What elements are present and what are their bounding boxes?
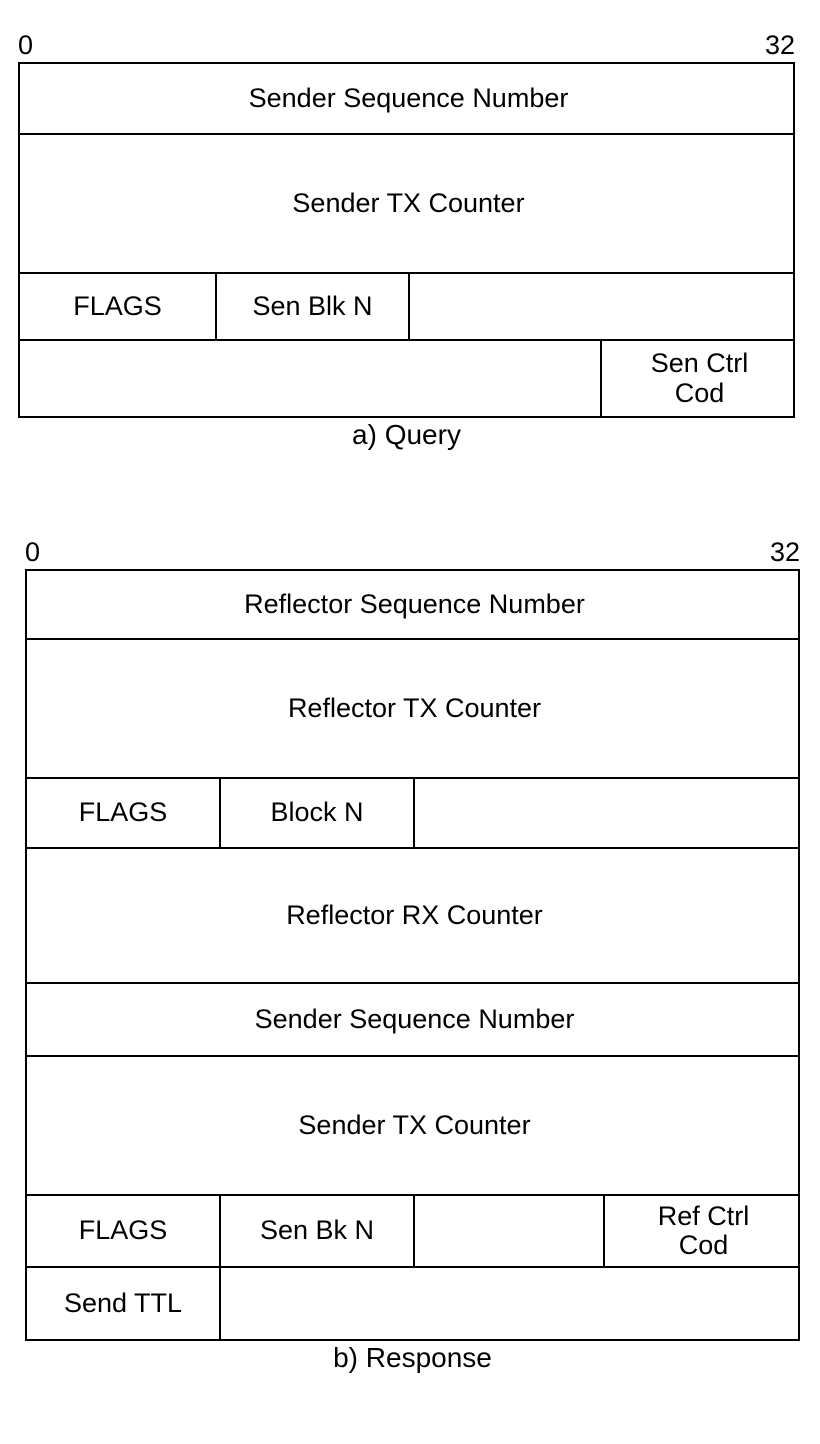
- bit-ruler-query: 0 32: [18, 28, 795, 62]
- packet-field-flags: FLAGS: [27, 779, 221, 847]
- packet-field-reserved: [415, 779, 802, 847]
- packet-row: Reflector Sequence Number: [27, 571, 798, 640]
- packet-field-sen-bk-n: Sen Bk N: [221, 1196, 415, 1266]
- packet-field-reserved: [415, 1196, 605, 1266]
- bit-index-end: 32: [764, 30, 795, 60]
- bit-index-end: 32: [769, 537, 800, 567]
- packet-row: Sender TX Counter: [27, 1057, 798, 1196]
- packet-row: Sender Sequence Number: [20, 64, 793, 135]
- packet-field-reserved: [410, 274, 797, 339]
- packet-row: Send TTL: [27, 1268, 798, 1339]
- packet-row: Reflector TX Counter: [27, 640, 798, 779]
- bit-ruler-response: 0 32: [25, 535, 800, 569]
- bit-index-start: 0: [25, 537, 41, 567]
- packet-field-flags: FLAGS: [27, 1196, 221, 1266]
- packet-field-sen-blk-n: Sen Blk N: [217, 274, 410, 339]
- packet-field-flags: FLAGS: [20, 274, 217, 339]
- bit-index-start: 0: [18, 30, 34, 60]
- packet-field-sender-tx-counter: Sender TX Counter: [292, 187, 525, 218]
- packet-field-reserved: [20, 341, 602, 416]
- packet-row: Sender TX Counter: [20, 135, 793, 274]
- packet-row: Sender Sequence Number: [27, 984, 798, 1057]
- packet-field-block-n: Block N: [221, 779, 415, 847]
- packet-field-sender-tx-counter: Sender TX Counter: [298, 1109, 531, 1140]
- packet-field-sen-ctrl-cod: Sen Ctrl Cod: [650, 348, 749, 408]
- packet-field-send-ttl: Send TTL: [27, 1268, 221, 1339]
- packet-field-reflector-sequence-number: Reflector Sequence Number: [244, 588, 585, 619]
- figure-caption-response: b) Response: [333, 1342, 492, 1373]
- packet-field-reflector-rx-counter: Reflector RX Counter: [286, 899, 543, 930]
- packet-row: Sen Ctrl Cod: [20, 341, 793, 416]
- packet-field-ref-ctrl-cod: Ref Ctrl Cod: [657, 1200, 750, 1260]
- packet-field-reflector-tx-counter: Reflector TX Counter: [287, 692, 542, 723]
- packet-field-reserved: [221, 1268, 802, 1339]
- figure-caption-query: a) Query: [352, 419, 461, 450]
- packet-field-sender-sequence-number: Sender Sequence Number: [248, 82, 569, 113]
- packet-row: Reflector RX Counter: [27, 849, 798, 984]
- packet-field-sender-sequence-number: Sender Sequence Number: [254, 1003, 575, 1034]
